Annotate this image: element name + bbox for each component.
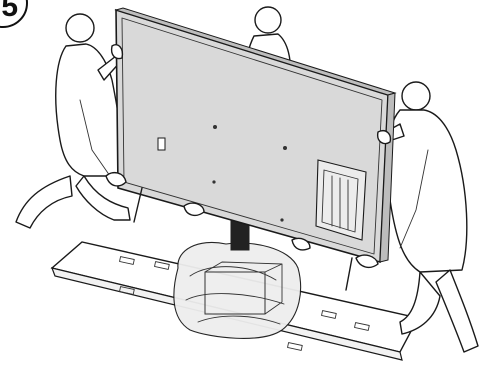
person-right: [381, 81, 479, 353]
tv-panel: [114, 7, 397, 291]
person-left: [15, 13, 131, 229]
bag-icon: [173, 241, 302, 339]
step-number: 5: [1, 0, 18, 23]
hands: [105, 44, 392, 269]
